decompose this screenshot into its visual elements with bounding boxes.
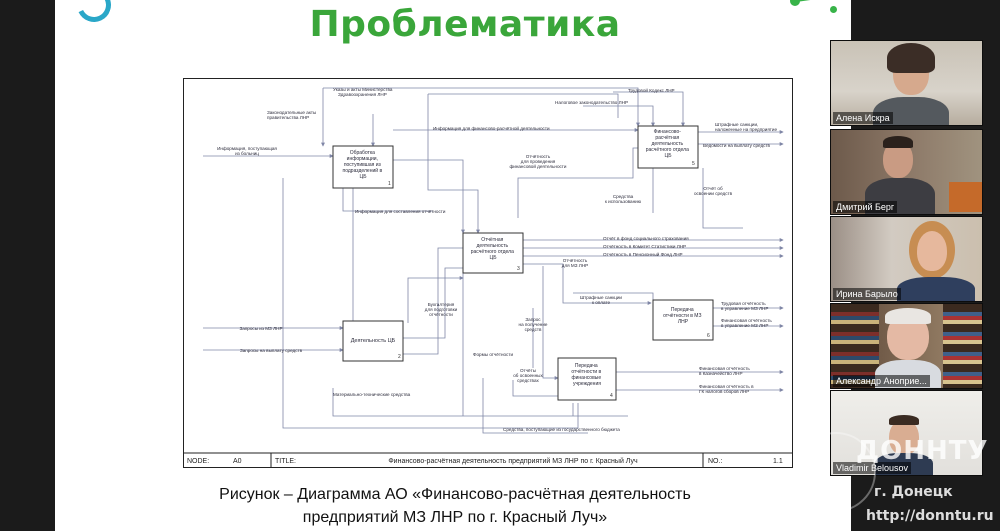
svg-text:Запросы на выплату средств: Запросы на выплату средств <box>240 348 303 353</box>
participant-body <box>897 277 975 301</box>
bookshelf <box>943 304 982 388</box>
svg-text:Отчётность в Комитет Статистик: Отчётность в Комитет Статистики ЛНР <box>603 244 686 249</box>
svg-text:5: 5 <box>692 161 695 167</box>
bookshelf <box>831 304 879 388</box>
svg-text:Формы отчётности: Формы отчётности <box>473 352 513 357</box>
slide-caption-line-1: Рисунок – Диаграмма АО «Финансово-расчёт… <box>219 486 691 503</box>
participant-tile[interactable]: Ирина Барыло <box>830 216 983 302</box>
university-logo-icon <box>72 0 116 27</box>
svg-text:Отчётная деятельност: Отчётная деятельность расчётного отдела … <box>471 237 516 261</box>
svg-text:Штрафные санкции,наложенные на: Штрафные санкции,наложенные на предприят… <box>715 122 777 132</box>
svg-text:Отчёт в фонд социального страх: Отчёт в фонд социального страхования <box>603 236 689 241</box>
slide-title: Проблематика <box>309 4 621 45</box>
svg-text:3: 3 <box>517 266 520 272</box>
idef0-block-6: Передача отчётности в МЗ ЛНР 6 <box>652 299 714 341</box>
svg-text:Материально-технические средст: Материально-технические средства <box>333 392 411 397</box>
svg-text:Средства, поступающие из госуд: Средства, поступающие из государственног… <box>503 427 620 432</box>
shared-slide: Проблематика <box>55 0 851 531</box>
svg-text:Информация для составления отч: Информация для составления отчётности <box>355 209 446 214</box>
idef0-block-5: Финансово- расчётная деятельность расчёт… <box>637 125 699 169</box>
svg-text:NODE:: NODE: <box>187 458 209 465</box>
participant-name: Ирина Барыло <box>833 288 901 300</box>
svg-text:Отчётность в Пенсионный Фонд Л: Отчётность в Пенсионный Фонд ЛНР <box>603 251 683 257</box>
decor-line <box>795 0 836 2</box>
svg-text:Передача отчётности: Передача отчётности в МЗ ЛНР <box>663 307 703 325</box>
participant-hair <box>887 43 935 73</box>
svg-text:2: 2 <box>398 354 401 360</box>
participant-name: Дмитрий Берг <box>833 201 898 213</box>
diagram-arrows <box>203 87 784 434</box>
diagram-footer: NODE: A0 TITLE: Финансово-расчётная деят… <box>183 452 793 468</box>
decor-dot-icon <box>830 6 837 13</box>
svg-text:1.1: 1.1 <box>773 458 783 465</box>
university-watermark: ДОННТУ г. Донецк http://donntu.ru <box>796 430 1000 531</box>
slide-caption-line-2: предприятий МЗ ЛНР по г. Красный Луч» <box>302 509 608 526</box>
svg-text:NO.:: NO.: <box>708 458 722 465</box>
idef0-block-3: Отчётная деятельность расчётного отдела … <box>462 232 524 274</box>
svg-text:Трудовой Кодекс ЛНР: Трудовой Кодекс ЛНР <box>628 87 675 93</box>
svg-text:A0: A0 <box>233 458 242 465</box>
participant-tile[interactable]: Дмитрий Берг <box>830 129 983 215</box>
watermark-emblem-icon <box>796 432 876 512</box>
participant-tile[interactable]: Александр Аноприе... <box>830 303 983 389</box>
svg-text:Финансовая отчётность вГК нало: Финансовая отчётность вГК налогов сборов… <box>699 384 754 394</box>
idef0-diagram: Обработка информации, поступившая из под… <box>183 78 793 468</box>
participants-panel: Алена Искра Дмитрий Берг Ирина Барыло Ал… <box>830 40 990 480</box>
svg-text:Финансово- расчётная: Финансово- расчётная деятельность расчёт… <box>646 129 691 159</box>
svg-text:Передача отчётности: Передача отчётности в финансовые учрежде… <box>571 363 602 387</box>
background-furniture <box>949 182 982 212</box>
watermark-brand: ДОННТУ <box>856 436 989 466</box>
participant-hair <box>889 415 919 425</box>
watermark-city: г. Донецк <box>874 484 953 500</box>
participant-hair <box>885 308 931 324</box>
decor-dot-icon <box>790 0 800 6</box>
svg-text:Ведомости на выплату средств: Ведомости на выплату средств <box>703 143 771 148</box>
svg-text:4: 4 <box>610 393 613 399</box>
svg-text:TITLE:: TITLE: <box>275 458 296 465</box>
svg-text:Информация для финансово-расчё: Информация для финансово-расчётной деяте… <box>433 125 550 131</box>
participant-face <box>889 419 919 455</box>
svg-text:1: 1 <box>388 181 391 187</box>
idef0-block-1: Обработка информации, поступившая из под… <box>332 145 394 189</box>
participant-tile[interactable]: Алена Искра <box>830 40 983 126</box>
svg-text:Деятельность ЦБ: Деятельность ЦБ <box>351 338 396 344</box>
idef0-block-4: Передача отчётности в финансовые учрежде… <box>557 357 617 401</box>
participant-name: Александр Аноприе... <box>833 375 930 387</box>
svg-text:Запросы из МЗ ЛНР: Запросы из МЗ ЛНР <box>239 326 282 331</box>
svg-text:Финансово-расчётная деятельнос: Финансово-расчётная деятельность предпри… <box>388 457 638 465</box>
svg-text:Налоговое законодательство ЛНР: Налоговое законодательство ЛНР <box>555 100 628 105</box>
participant-name: Алена Искра <box>833 112 893 124</box>
watermark-url: http://donntu.ru <box>866 508 994 524</box>
svg-text:6: 6 <box>707 333 710 339</box>
svg-text:Обработка информации: Обработка информации, поступившая из под… <box>343 150 384 180</box>
participant-face <box>917 231 947 271</box>
idef0-block-2: Деятельность ЦБ 2 <box>342 320 404 362</box>
participant-hair <box>883 136 913 148</box>
